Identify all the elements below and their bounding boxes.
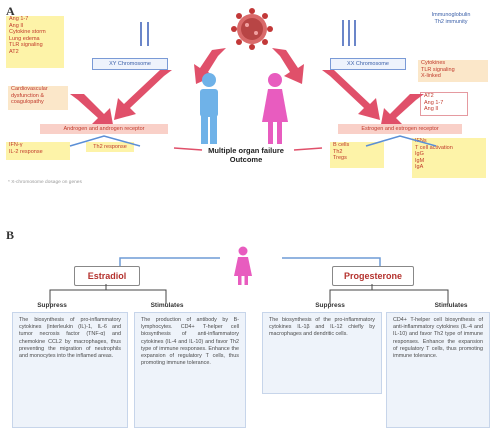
left-bottom-item: IFN-γ: [9, 142, 23, 148]
right-bottom-right-item: T cell activation: [415, 144, 453, 151]
chromosome-icon-right: [342, 20, 356, 46]
left-upper-item: Cytokine storm: [9, 29, 46, 36]
estradiol-stimulate-box: The production of antibody by B-lymphocy…: [134, 312, 246, 428]
right-upper-item: Cytokines: [421, 60, 446, 66]
right-arrows: [322, 70, 424, 130]
left-upper-item: Lung edema: [9, 35, 40, 42]
right-upper-item: TLR signaling: [421, 66, 455, 73]
blue-connector-right: [365, 135, 437, 147]
right-bottom-right-item: IFNs: [415, 138, 427, 144]
right-top-item: Th2 immunity: [434, 18, 468, 25]
estradiol-branches: [49, 284, 167, 304]
right-mid-item: AT2: [424, 93, 434, 99]
estradiol-stimulate-text: The production of antibody by B-lymphocy…: [141, 317, 239, 367]
estradiol-suppress-text: The biosynthesis of pro-inflammatory cyt…: [19, 317, 121, 360]
estradiol-heading: Estradiol: [74, 266, 140, 286]
progesterone-stimulate-label: Stimulates: [434, 302, 468, 309]
virus-icon: [231, 8, 273, 50]
progesterone-suppress-text: The biosynthesis of the pro-inflammatory…: [269, 317, 375, 338]
progesterone-suppress-box: The biosynthesis of the pro-inflammatory…: [262, 312, 382, 394]
estrogen-box: Estrogen and estrogen receptor: [338, 124, 462, 134]
estradiol-suppress-label: Suppress: [37, 302, 67, 309]
outcome-subtitle: Outcome: [229, 155, 263, 164]
blue-connector-left: [69, 135, 141, 147]
progesterone-stimulate-text: CD4+ T-helper cell biosynthesis of anti-…: [393, 317, 483, 360]
left-upper-item: Ang II: [9, 22, 24, 29]
left-arrows: [70, 70, 172, 130]
right-bottom-left-item: Th2: [333, 148, 343, 155]
virus-arrows: [194, 48, 304, 84]
right-top-item: Immunoglobulin: [431, 12, 471, 18]
progesterone-suppress-label: Suppress: [315, 302, 345, 309]
right-mid-box: AT2 Ang 1-7 Ang II: [420, 92, 468, 116]
right-mid-item: Ang 1-7: [424, 99, 444, 106]
left-bottom-box: IFN-γ IL-2 response: [6, 142, 70, 160]
right-bottom-right-item: IgG: [415, 151, 424, 158]
left-bottom-right-box: Th2 response: [86, 142, 134, 152]
male-figure-icon: [200, 73, 218, 144]
chromosome-icon-left: [140, 22, 149, 46]
outcome-title: Multiple organ failure: [208, 146, 284, 155]
progesterone-branches: [329, 284, 449, 304]
right-bottom-right-box: IFNs T cell activation IgG IgM IgA: [412, 138, 486, 178]
left-mid-item: coagulopathy: [11, 99, 44, 106]
left-bottom-item: IL-2 response: [9, 148, 43, 155]
left-mid-item: Cardiovascular: [11, 86, 48, 92]
right-top-box: Immunoglobulin Th2 immunity: [410, 12, 492, 32]
progesterone-heading: Progesterone: [332, 266, 414, 286]
right-mid-item: Ang II: [424, 106, 439, 113]
outcome-box: Multiple organ failure Outcome: [200, 146, 292, 164]
right-upper-item: X-linked: [421, 73, 441, 80]
outcome-arrows: [173, 147, 323, 151]
footnote: * X-chromosome dosage on genes: [8, 180, 82, 185]
right-upper-box: Cytokines TLR signaling X-linked: [418, 60, 488, 82]
female-figure-icon: [262, 73, 288, 144]
estradiol-stimulate-label: Stimulates: [150, 302, 184, 309]
left-mid-item: dysfunction &: [11, 92, 45, 99]
estradiol-suppress-box: The biosynthesis of pro-inflammatory cyt…: [12, 312, 128, 428]
left-upper-box: Ang 1-7 Ang II Cytokine storm Lung edema…: [6, 16, 64, 68]
xx-chromosome-box: XX Chromosome: [330, 58, 406, 70]
right-bottom-left-box: B cells Th2 Tregs: [330, 142, 384, 168]
right-bottom-left-item: Tregs: [333, 155, 347, 162]
panel-b-label: B: [6, 228, 15, 242]
xy-chromosome-box: XY Chromosome: [92, 58, 168, 70]
androgen-box: Androgen and androgen receptor: [40, 124, 168, 134]
left-upper-item: Ang 1-7: [9, 16, 29, 22]
panel-a-label: A: [6, 4, 15, 18]
progesterone-stimulate-box: CD4+ T-helper cell biosynthesis of anti-…: [386, 312, 490, 428]
left-mid-box: Cardiovascular dysfunction & coagulopath…: [8, 86, 68, 110]
left-upper-item: AT2: [9, 48, 19, 55]
right-bottom-right-item: IgA: [415, 164, 424, 171]
right-bottom-left-item: B cells: [333, 142, 350, 148]
female-figure-small-icon: [234, 246, 252, 285]
right-bottom-right-item: IgM: [415, 157, 425, 164]
left-upper-item: TLR signaling: [9, 42, 43, 49]
